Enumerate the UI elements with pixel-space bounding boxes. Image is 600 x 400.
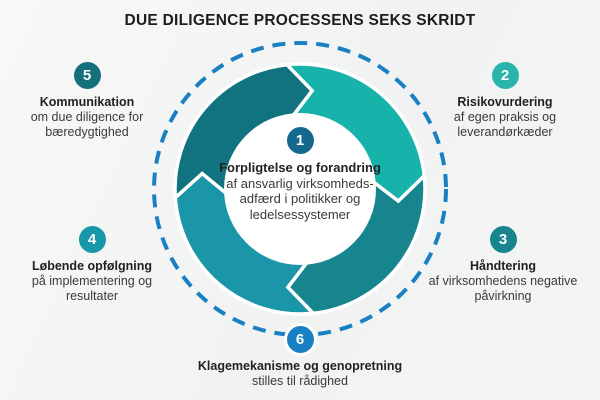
ring-center-disc — [224, 113, 376, 265]
step-1-label-rest: af ansvarlig virksomheds-adfærd i politi… — [226, 175, 374, 222]
step-6: 6 Klagemekanisme og genopretning stilles… — [150, 326, 450, 389]
step-3-label-rest: af virksomhedens negative påvirkning — [428, 273, 578, 303]
step-3-badge: 3 — [489, 226, 517, 253]
page-title: DUE DILIGENCE PROCESSENS SEKS SKRIDT — [124, 12, 476, 29]
step-2: 2 Risikovurdering af egen praksis og lev… — [420, 62, 590, 139]
step-5: 5 Kommunikation om due diligence for bær… — [8, 62, 166, 139]
step-2-badge: 2 — [491, 62, 519, 89]
step-4-label: Løbende opfølgning på implementering og … — [8, 259, 176, 303]
step-1-label: Forpligtelse og forandring af ansvarlig … — [215, 160, 385, 222]
step-4: 4 Løbende opfølgning på implementering o… — [8, 226, 176, 303]
step-5-badge: 5 — [73, 62, 101, 89]
step-1-label-bold: Forpligtelse og forandring — [219, 160, 381, 175]
step-5-label-bold: Kommunikation — [39, 95, 135, 109]
step-3-label-bold: Håndtering — [470, 259, 536, 273]
step-4-label-bold: Løbende opfølgning — [31, 259, 153, 273]
step-5-label-rest: om due diligence for bæredygtighed — [30, 109, 144, 139]
step-4-badge: 4 — [78, 226, 106, 253]
step-6-label-rest: stilles til rådighed — [252, 373, 348, 388]
step-2-label-bold: Risikovurdering — [457, 95, 553, 109]
step-2-label: Risikovurdering af egen praksis og lever… — [420, 95, 590, 139]
step-4-label-rest: på implementering og resultater — [31, 273, 153, 303]
step-6-label-bold: Klagemekanisme og genopretning — [197, 359, 403, 373]
step-6-badge: 6 — [286, 326, 314, 353]
step-6-label: Klagemekanisme og genopretning stilles t… — [198, 359, 402, 389]
step-1: 1 Forpligtelse og forandring af ansvarli… — [215, 127, 385, 222]
step-5-label: Kommunikation om due diligence for bæred… — [8, 95, 166, 139]
step-1-badge: 1 — [286, 127, 314, 154]
step-3-label: Håndtering af virksomhedens negative påv… — [415, 259, 591, 303]
step-3: 3 Håndtering af virksomhedens negative p… — [415, 226, 591, 303]
step-2-label-rest: af egen praksis og leverandørkæder — [453, 109, 557, 139]
